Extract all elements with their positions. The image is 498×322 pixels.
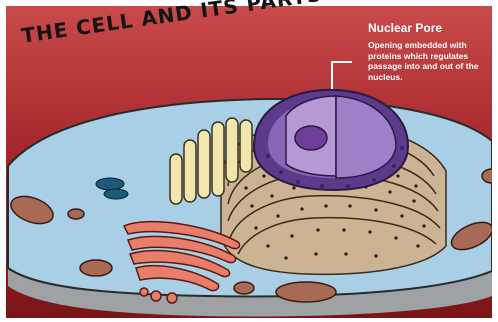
nucleolus [295,126,327,150]
nucleus [254,90,408,190]
callout-heading: Nuclear Pore [368,21,442,35]
cell-illustration: THE CELL AND ITS PARTS Nuclear Pore Open… [6,6,492,318]
callout-body: Opening embedded with proteins which reg… [368,40,498,82]
